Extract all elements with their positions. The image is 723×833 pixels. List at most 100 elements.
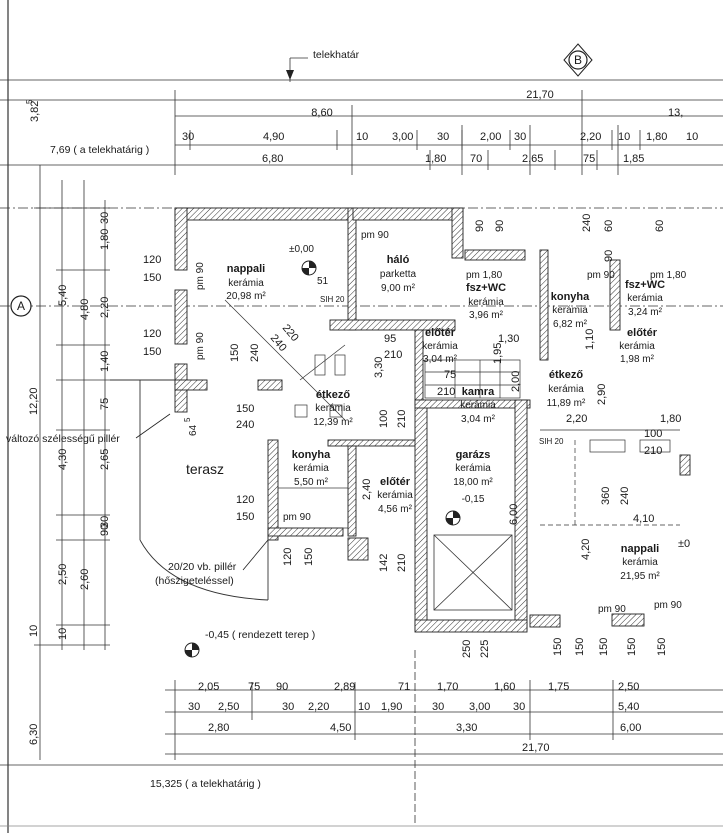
axis-a-letter: A	[17, 299, 25, 313]
small-label: 64	[188, 424, 199, 436]
top-dimensions	[0, 57, 723, 307]
dim-value: 240	[236, 419, 254, 431]
dim-value: 75	[248, 681, 260, 693]
opening-label: pm 1,80	[650, 270, 687, 281]
dim-value: 60	[654, 220, 666, 232]
room-name: előtér	[627, 327, 658, 339]
garage-opening	[433, 534, 513, 611]
dim-value: 1,80	[99, 229, 111, 250]
dim-value: 3,30	[373, 357, 385, 378]
dim-value: 70	[470, 153, 482, 165]
dim-value: 2,80	[208, 722, 229, 734]
dim-value: 2,50	[218, 701, 239, 713]
dim-value: 210	[396, 554, 408, 572]
room-eloter-right: előtér kerámia 1,98 m²	[619, 327, 657, 365]
dim-value: 30	[432, 701, 444, 713]
opening-label: pm 90	[361, 230, 389, 241]
dim-value: 2,60	[79, 569, 91, 590]
dim-value: 60	[603, 220, 615, 232]
dim-value: 150	[143, 272, 161, 284]
dim-row-top-3: 6,80 1,80 70 2,65 75 1,85	[262, 153, 644, 165]
dim-value: 71	[398, 681, 410, 693]
opening-label: pm 90	[654, 600, 682, 611]
dim-value: 150	[598, 638, 610, 656]
dim-value: 1,90	[381, 701, 402, 713]
dim-value: 90	[603, 250, 615, 262]
dim-value: 150	[656, 638, 668, 656]
left-dim-values: 5,40 12,20 4,30 2,50 10 6,30 1,80 4,80 2…	[28, 212, 111, 745]
dim-value: 1,95	[492, 343, 504, 364]
room-fsz-wc-right: fsz+WC kerámia 3,24 m²	[625, 279, 665, 318]
dim-value: 1,75	[548, 681, 569, 693]
opening-label: pm 90	[283, 512, 311, 523]
room-area: 3,96 m²	[469, 310, 504, 321]
dim-value: 10	[358, 701, 370, 713]
dim-value: 150	[574, 638, 586, 656]
room-terasz: terasz	[186, 461, 224, 477]
room-nappali-right: nappali kerámia 21,95 m²	[620, 543, 660, 582]
dim-value: 210	[437, 386, 455, 398]
room-floor: kerámia	[619, 341, 655, 352]
dim-value: 150	[236, 403, 254, 415]
room-name: előtér	[380, 476, 411, 488]
dim-value: 75	[583, 153, 595, 165]
dim-value: 120	[143, 254, 161, 266]
dim-value: 4,20	[580, 539, 592, 560]
sih-label: SIH 20	[539, 437, 564, 446]
room-garazs: garázs kerámia 18,00 m² -0,15	[453, 449, 493, 505]
room-area: 3,04 m²	[423, 354, 458, 365]
room-area: 21,95 m²	[620, 571, 660, 582]
terrace-outline	[110, 379, 269, 601]
room-floor: kerámia	[315, 403, 351, 414]
boundary-dist-bottom: 15,325 ( a telekhatárig )	[150, 778, 261, 790]
dim-value: 30	[182, 131, 194, 143]
dim-value: 250	[461, 640, 473, 658]
dim-value: 95	[384, 333, 396, 345]
walls	[174, 207, 691, 633]
dim-value: 2,50	[618, 681, 639, 693]
room-floor: kerámia	[468, 297, 504, 308]
dim-value: 2,00	[480, 131, 501, 143]
dim-value: 1,80	[646, 131, 667, 143]
room-floor: kerámia	[622, 557, 658, 568]
dim-value: 142	[378, 554, 390, 572]
opening-label: pm 90	[598, 604, 626, 615]
dim-value: 30	[282, 701, 294, 713]
room-name: fsz+WC	[625, 279, 665, 291]
pillar-label-1: 20/20 vb. pillér	[168, 561, 237, 573]
stairs	[424, 359, 521, 399]
opening-label: pm 90	[587, 270, 615, 281]
dim-3825: 3,82	[29, 101, 41, 122]
dim-13: 13,	[668, 107, 683, 119]
room-area: 3,24 m²	[628, 307, 663, 318]
dim-value: 2,20	[580, 131, 601, 143]
dim-value: 30	[99, 516, 111, 528]
dim-value: 2,65	[522, 153, 543, 165]
room-name: nappali	[621, 543, 660, 555]
level-marker-icon	[184, 260, 461, 658]
dim-value: 100	[644, 428, 662, 440]
opening-label: pm 90	[195, 262, 206, 290]
dim-value: 10	[356, 131, 368, 143]
boundary-label: telekhatár	[313, 49, 360, 61]
dim-value: 90	[494, 220, 506, 232]
variable-pillar-label: változó szélességű pillér	[6, 433, 120, 445]
opening-label: pm 1,80	[466, 270, 503, 281]
dim-3825-sup: 5	[25, 99, 34, 104]
dim-value: 6,00	[620, 722, 641, 734]
room-floor: kerámia	[455, 463, 491, 474]
dim-row-top-2: 30 4,90 10 3,00 30 2,00 30 2,20 10 1,80 …	[182, 131, 698, 143]
dim-value: 10	[57, 628, 69, 640]
dim-value: 2,20	[308, 701, 329, 713]
dim-value: 30	[188, 701, 200, 713]
dim-value: 12,20	[28, 387, 40, 415]
room-kamra: kamra kerámia 3,04 m²	[460, 386, 496, 425]
dim-value: 150	[229, 344, 241, 362]
room-name: konyha	[551, 291, 590, 303]
room-name: fsz+WC	[466, 282, 506, 294]
misc-dim-values: 120 150 120 150 150 240 120 150 220 240 …	[143, 214, 690, 658]
room-eloter: előtér kerámia 4,56 m²	[377, 476, 413, 515]
room-name: étkező	[549, 369, 584, 381]
dim-value: 1,85	[623, 153, 644, 165]
